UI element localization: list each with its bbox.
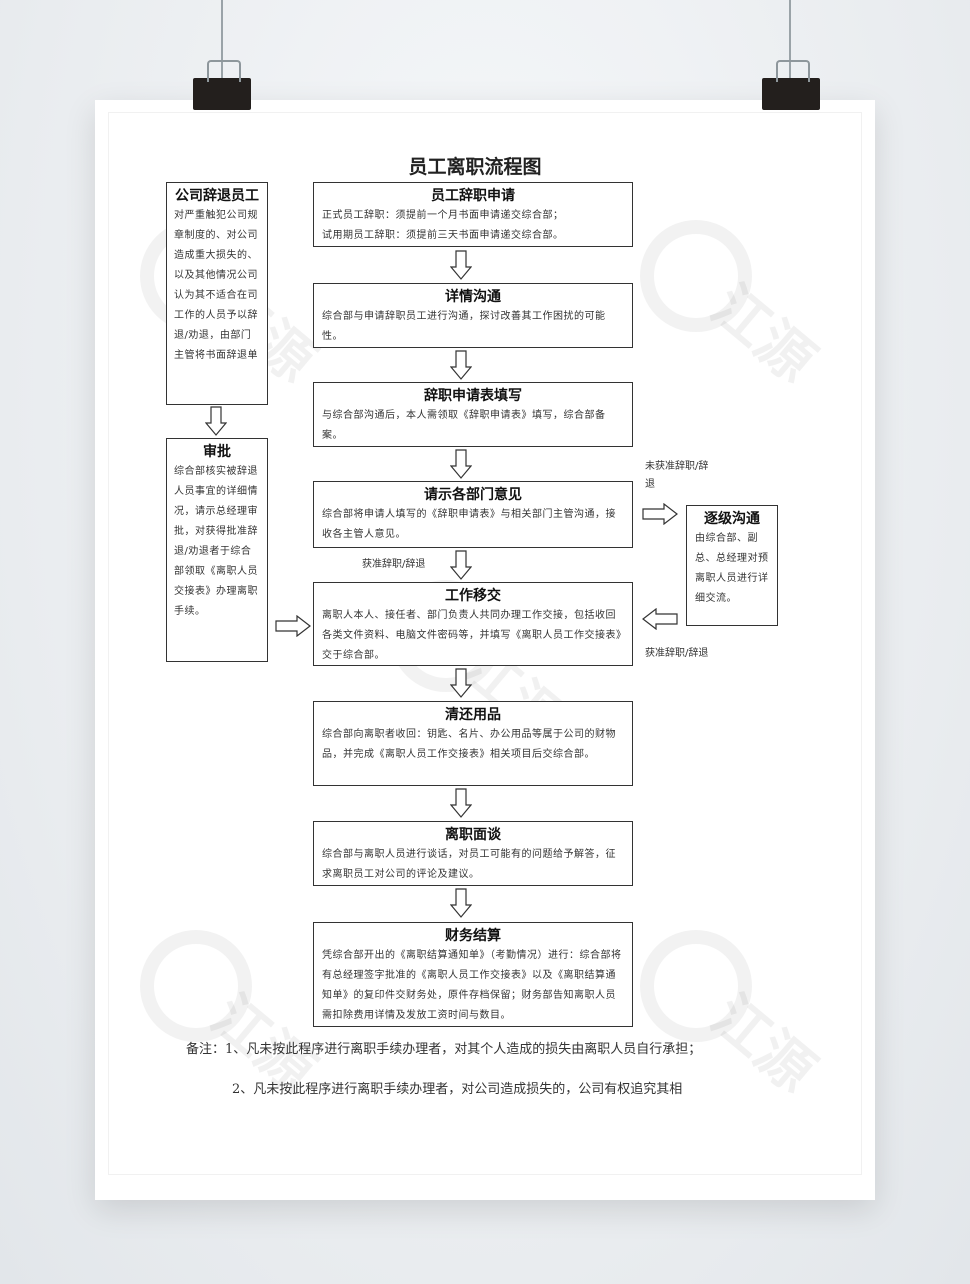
- step-line: 综合部将申请人填写的《辞职申请表》与相关部门主管沟通，接收各主管人意见。: [322, 509, 616, 540]
- step-line: 与综合部沟通后，本人需领取《辞职申请表》填写，综合部备案。: [322, 410, 606, 441]
- step-heading: 清还用品: [445, 707, 501, 723]
- step-heading: 辞职申请表填写: [424, 388, 522, 404]
- arrow-down-icon: [450, 350, 472, 380]
- arrow-down-icon: [450, 550, 472, 580]
- approval-box: 审批 综合部核实被辞退人员事宜的详细情况，请示总经理审批，对获得批准辞退/劝退者…: [166, 438, 268, 662]
- step-department-opinions: 请示各部门意见 综合部将申请人填写的《辞职申请表》与相关部门主管沟通，接收各主管…: [313, 481, 633, 548]
- step-financial-settlement: 财务结算 凭综合部开出的《离职结算通知单》（考勤情况）进行：综合部将有总经理签字…: [313, 922, 633, 1027]
- approval-body: 综合部核实被辞退人员事宜的详细情况，请示总经理审批，对获得批准辞退/劝退者于综合…: [174, 466, 258, 617]
- step-line: 综合部与离职人员进行谈话，对员工可能有的问题给予解答，征求离职员工对公司的评论及…: [322, 849, 616, 880]
- arrow-down-icon: [450, 788, 472, 818]
- step-line: 综合部与申请辞职员工进行沟通，探讨改善其工作困扰的可能性。: [322, 311, 606, 342]
- not-approved-text: 未获准辞职/辞退: [645, 461, 709, 490]
- hanging-wire-right: [789, 0, 791, 80]
- escalation-box: 逐级沟通 由综合部、副总、总经理对预离职人员进行详细交流。: [686, 505, 778, 626]
- dismissal-box: 公司辞退员工 对严重触犯公司规章制度的、对公司造成重大损失的、以及其他情况公司认…: [166, 182, 268, 405]
- approval-heading: 审批: [203, 444, 231, 460]
- step-resignation-application: 员工辞职申请 正式员工辞职：须提前一个月书面申请递交综合部； 试用期员工辞职：须…: [313, 182, 633, 247]
- step-line: 综合部向离职者收回：钥匙、名片、办公用品等属于公司的财物品，并完成《离职人员工作…: [322, 729, 616, 760]
- step-line: 试用期员工辞职：须提前三天书面申请递交综合部。: [322, 230, 564, 241]
- step-heading: 详情沟通: [445, 289, 501, 305]
- approved-side-label: 获准辞职/辞退: [645, 648, 709, 659]
- step-line: 离职人本人、接任者、部门负责人共同办理工作交接，包括收回各类文件资料、电脑文件密…: [322, 610, 622, 661]
- step-work-handover: 工作移交 离职人本人、接任者、部门负责人共同办理工作交接，包括收回各类文件资料、…: [313, 582, 633, 666]
- step-heading: 离职面谈: [445, 827, 501, 843]
- step-detailed-communication: 详情沟通 综合部与申请辞职员工进行沟通，探讨改善其工作困扰的可能性。: [313, 283, 633, 348]
- remark-note-1: 备注：1、凡未按此程序进行离职手续办理者，对其个人造成的损失由离职人员自行承担；: [186, 1042, 702, 1057]
- step-heading: 工作移交: [445, 588, 501, 604]
- step-heading: 员工辞职申请: [431, 188, 515, 204]
- arrow-down-icon: [205, 406, 227, 436]
- approved-label: 获准辞职/辞退: [362, 559, 426, 570]
- arrow-left-icon: [642, 608, 678, 630]
- remark-note-2: 2、凡未按此程序进行离职手续办理者，对公司造成损失的，公司有权追究其相: [232, 1082, 683, 1097]
- dismissal-body: 对严重触犯公司规章制度的、对公司造成重大损失的、以及其他情况公司认为其不适合在司…: [174, 210, 258, 361]
- arrow-right-icon: [275, 615, 311, 637]
- step-form-filling: 辞职申请表填写 与综合部沟通后，本人需领取《辞职申请表》填写，综合部备案。: [313, 382, 633, 447]
- step-exit-interview: 离职面谈 综合部与离职人员进行谈话，对员工可能有的问题给予解答，征求离职员工对公…: [313, 821, 633, 886]
- not-approved-label: 未获准辞职/辞退: [645, 458, 715, 494]
- step-heading: 财务结算: [445, 928, 501, 944]
- arrow-down-icon: [450, 250, 472, 280]
- escalation-body: 由综合部、副总、总经理对预离职人员进行详细交流。: [695, 533, 769, 604]
- binder-clip-right-icon: [762, 60, 820, 110]
- step-return-items: 清还用品 综合部向离职者收回：钥匙、名片、办公用品等属于公司的财物品，并完成《离…: [313, 701, 633, 786]
- arrow-right-icon: [642, 503, 678, 525]
- step-line: 正式员工辞职：须提前一个月书面申请递交综合部；: [322, 210, 564, 221]
- binder-clip-left-icon: [193, 60, 251, 110]
- step-line: 凭综合部开出的《离职结算通知单》（考勤情况）进行：综合部将有总经理签字批准的《离…: [322, 950, 622, 1021]
- page-title: 员工离职流程图: [408, 156, 542, 178]
- escalation-heading: 逐级沟通: [704, 511, 760, 527]
- arrow-down-icon: [450, 668, 472, 698]
- hanging-wire-left: [221, 0, 223, 80]
- arrow-down-icon: [450, 449, 472, 479]
- dismissal-heading: 公司辞退员工: [175, 188, 259, 204]
- arrow-down-icon: [450, 888, 472, 918]
- step-heading: 请示各部门意见: [424, 487, 522, 503]
